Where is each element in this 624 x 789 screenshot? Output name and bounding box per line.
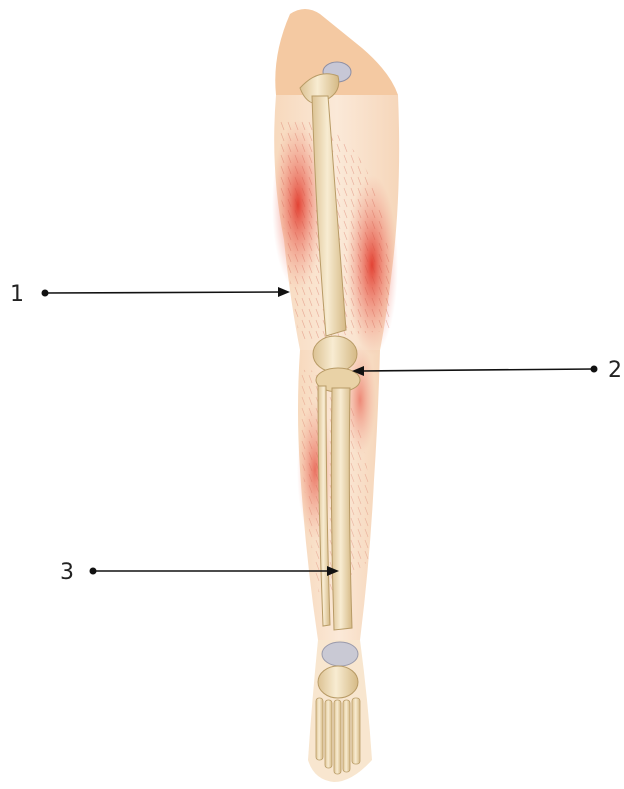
callout-3-label: 3 xyxy=(60,560,74,585)
callout-1-arrowhead xyxy=(278,287,290,297)
callout-2-label: 2 xyxy=(608,358,622,383)
callout-1-line xyxy=(45,292,282,293)
callout-2-line xyxy=(362,369,594,371)
ankle-bones xyxy=(322,642,358,666)
knee-condyle xyxy=(313,336,357,372)
callout-1: 1 xyxy=(10,282,290,307)
tarsal-bones xyxy=(318,666,358,698)
tibia xyxy=(331,388,352,630)
callout-3: 3 xyxy=(60,560,339,585)
callout-1-label: 1 xyxy=(10,282,24,307)
callout-2: 2 xyxy=(352,358,622,383)
